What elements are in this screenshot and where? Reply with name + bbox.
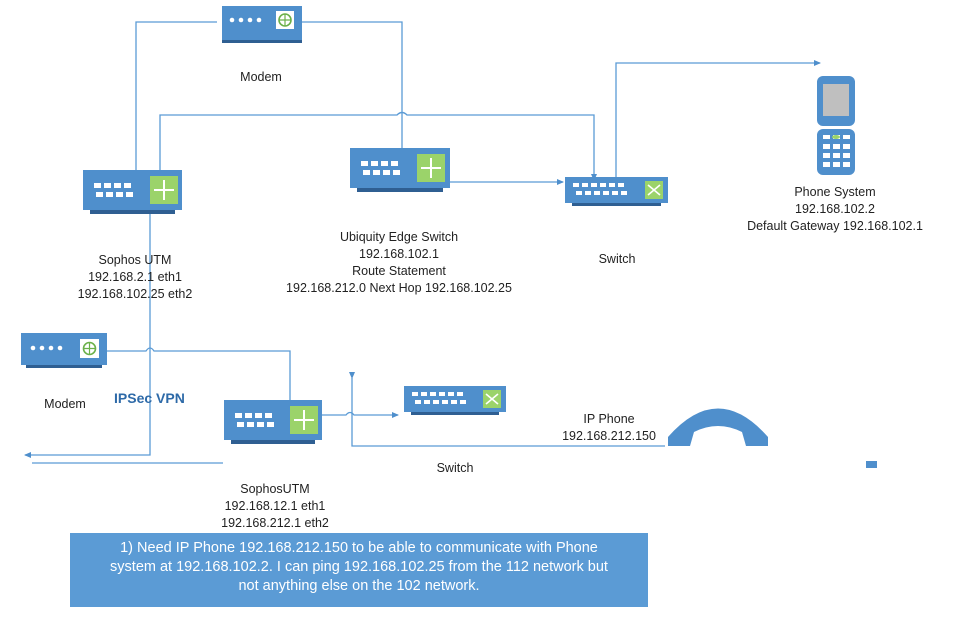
stray-mark [866,461,877,468]
ip-phone-handset-icon [668,408,768,446]
link-sophos2-to-switch-bottom [322,411,399,418]
phone-system-label: Phone System 192.168.102.2 Default Gatew… [735,184,935,235]
ubiquity-edge-switch-device [350,148,450,192]
router-arrows-icon [294,410,314,430]
link-switch-to-phone-system [615,60,821,180]
modem-bottom-label: Modem [44,397,86,411]
switch-bottom-device [404,386,506,415]
phone-system-line-3: Default Gateway 192.168.102.1 [747,219,923,233]
link-switch-to-ipphone [349,372,665,447]
link-modem-to-ubiquity [302,21,403,150]
ubiquity-line-4: 192.168.212.0 Next Hop 192.168.102.25 [286,281,512,295]
sophos-utm-device [83,170,182,214]
phone-system-line-2: 192.168.102.2 [795,202,875,216]
link-sophos-to-switch [159,111,597,181]
sophos-utm-line-1: Sophos UTM [98,253,172,267]
phone-system-device [817,76,855,175]
router-arrows-icon [421,158,441,178]
modem-top-label: Modem [240,70,282,84]
sophos-utm2-device [224,400,322,444]
ubiquity-line-1: Ubiquity Edge Switch [339,230,459,244]
sophos-utm2-label: SophosUTM 192.168.12.1 eth1 192.168.212.… [195,481,355,532]
modem-top-device [222,6,302,43]
sophos-utm2-line-2: 192.168.12.1 eth1 [224,499,326,513]
note-line-1: 1) Need IP Phone 192.168.212.150 to be a… [120,540,598,556]
note-box: 1) Need IP Phone 192.168.212.150 to be a… [70,533,648,607]
modem-bottom-device [21,333,107,368]
sophos-utm-label: Sophos UTM 192.168.2.1 eth1 192.168.102.… [50,252,220,303]
sophos-utm-line-3: 192.168.102.25 eth2 [77,287,193,301]
switch-top-device [565,177,668,206]
sophos-utm-line-2: 192.168.2.1 eth1 [88,270,182,284]
ip-phone-line-1: IP Phone [583,412,635,426]
link-modem-bottom-to-sophos2 [107,347,291,400]
link-sophos-to-modem-top [135,21,217,170]
ip-phone-line-2: 192.168.212.150 [562,429,656,443]
switch-cross-icon [647,184,661,196]
ubiquity-label: Ubiquity Edge Switch 192.168.102.1 Route… [270,229,528,297]
note-line-2: system at 192.168.102.2. I can ping 192.… [110,559,608,575]
ubiquity-line-2: 192.168.102.1 [359,247,439,261]
switch-bottom-label: Switch [436,461,474,475]
ipsec-vpn-label: IPSec VPN [114,390,185,406]
link-vpn-line [24,210,151,458]
note-line-3: not anything else on the 102 network. [238,578,480,594]
ip-phone-label: IP Phone 192.168.212.150 [548,411,670,445]
sophos-utm2-line-3: 192.168.212.1 eth2 [221,516,329,530]
switch-top-label: Switch [598,252,636,266]
sophos-utm2-line-1: SophosUTM [240,482,310,496]
ubiquity-line-3: Route Statement [352,264,446,278]
phone-system-line-1: Phone System [794,185,876,199]
switch-cross-icon [485,393,499,405]
router-arrows-icon [154,180,174,200]
